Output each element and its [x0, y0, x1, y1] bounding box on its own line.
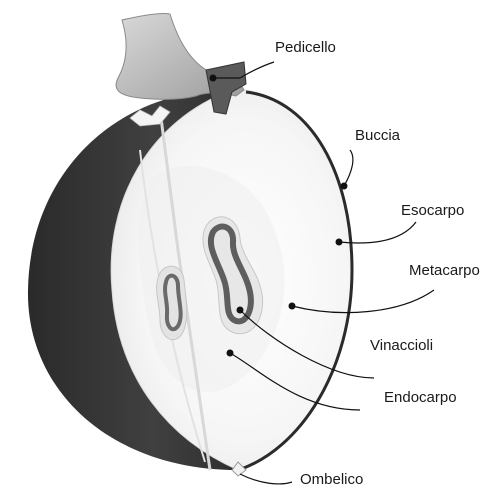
leader-dot-esocarpo: [336, 239, 343, 246]
leader-dot-metacarpo: [289, 303, 296, 310]
leader-buccia: [344, 150, 353, 186]
leader-ombelico: [240, 474, 292, 484]
leader-dot-endocarpo: [227, 350, 234, 357]
label-vinaccioli: Vinaccioli: [370, 337, 433, 354]
label-endocarpo: Endocarpo: [384, 389, 457, 406]
label-metacarpo: Metacarpo: [409, 262, 480, 279]
label-ombelico: Ombelico: [300, 471, 363, 488]
leader-dot-buccia: [341, 183, 348, 190]
label-buccia: Buccia: [355, 127, 401, 144]
leader-dot-vinaccioli: [237, 307, 244, 314]
label-pedicello: Pedicello: [275, 39, 336, 56]
label-esocarpo: Esocarpo: [401, 202, 464, 219]
